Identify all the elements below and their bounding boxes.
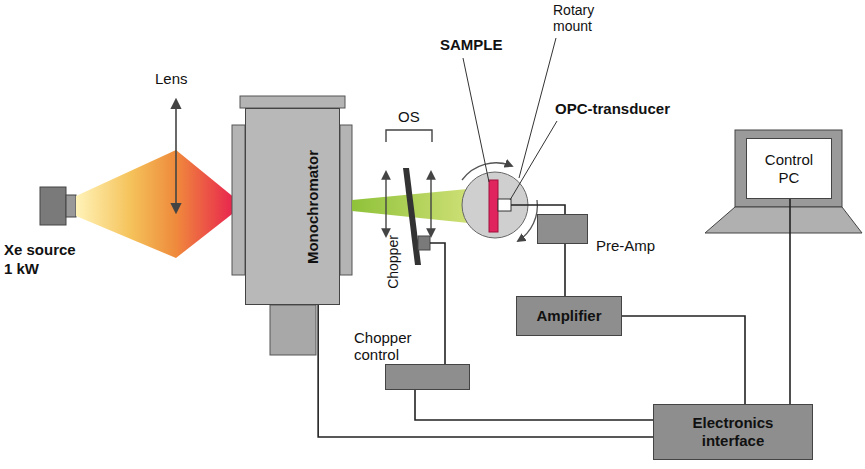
keyboard-base xyxy=(705,207,862,233)
part-label: OS xyxy=(398,108,420,125)
chopper-wire xyxy=(430,243,445,364)
xe-lamp xyxy=(40,187,66,225)
part-label: Chopper xyxy=(385,235,401,289)
part-label: Lens xyxy=(155,70,188,87)
focused-beam xyxy=(176,150,236,258)
monochromator-cap xyxy=(240,96,345,108)
signal-wire xyxy=(564,244,566,296)
exit-slit xyxy=(340,125,352,275)
monitor-screen: Control PC xyxy=(746,138,832,199)
part-label: Rotary mount xyxy=(553,2,615,34)
light-beam xyxy=(76,150,176,258)
leader-line xyxy=(519,38,556,178)
node-label: Control PC xyxy=(754,151,824,187)
signal-wire xyxy=(789,199,791,404)
preamp-box: Pre-Amp xyxy=(537,214,588,244)
monochromator-box: Monochromator xyxy=(245,108,340,305)
sample xyxy=(489,180,498,232)
opc-transducer xyxy=(498,199,511,211)
electronics-interface-box: Electronics interface xyxy=(653,404,813,460)
lamp-window xyxy=(66,195,76,217)
chopper-motor xyxy=(418,236,430,250)
node-label: Amplifier xyxy=(536,307,601,325)
os-bracket xyxy=(386,130,432,142)
monochromator-drive xyxy=(270,305,316,355)
lens-symbol xyxy=(385,172,386,236)
monitor-frame xyxy=(735,130,842,207)
chopper-control-box: Chopper control xyxy=(385,364,470,390)
part-label: SAMPLE xyxy=(440,36,503,53)
leader-line xyxy=(510,121,557,200)
signal-wire xyxy=(415,390,653,420)
amplifier-box: Amplifier xyxy=(516,296,622,336)
part-label: Xe source 1 kW xyxy=(4,241,86,279)
node-label: Electronics interface xyxy=(677,414,789,450)
node-label: Chopper control xyxy=(354,329,432,364)
node-label: Pre-Amp xyxy=(596,237,655,255)
leader-line xyxy=(463,58,489,182)
entrance-slit xyxy=(232,125,245,275)
part-label: OPC-transducer xyxy=(555,100,670,117)
rotation-arrow xyxy=(518,200,537,241)
lens-symbol xyxy=(430,172,431,236)
signal-wire xyxy=(511,205,565,214)
lens-symbol xyxy=(175,100,177,212)
node-label: Monochromator xyxy=(304,149,322,263)
signal-wire xyxy=(622,316,745,404)
